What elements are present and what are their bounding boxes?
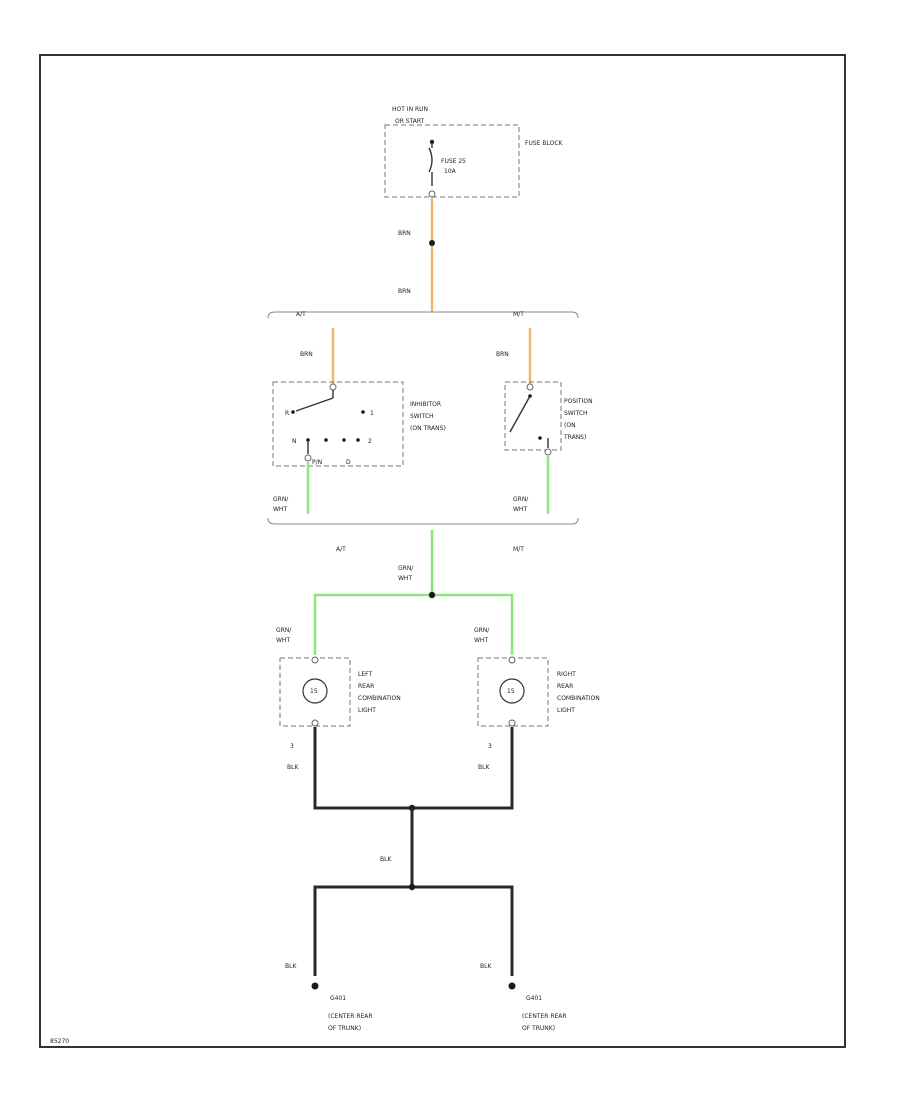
left-light-label-line2: REAR	[358, 683, 374, 690]
inhibitor-pos-2: 2	[368, 438, 372, 445]
inhibitor-output-pin	[304, 454, 312, 462]
splice-grn	[428, 591, 436, 599]
ground-right-terminal	[508, 982, 516, 990]
wire-label-grn-mid-1: GRN/	[398, 565, 414, 572]
right-light-bottom-pin	[508, 719, 516, 727]
ground-right-line1: G401	[526, 995, 542, 1002]
fuse-block-label: FUSE BLOCK	[525, 140, 564, 147]
right-light-label-line3: COMBINATION	[557, 695, 600, 702]
wire-label-blk-left: BLK	[287, 764, 299, 771]
grn-wire-split	[313, 593, 514, 655]
fuse-bottom-pin	[428, 190, 436, 198]
position-output-pin	[544, 448, 552, 456]
right-light-pin-number: 3	[488, 743, 492, 750]
inhibitor-contact-1	[361, 410, 365, 414]
left-light-label-line1: LEFT	[358, 671, 372, 678]
position-label-line1: POSITION	[564, 398, 593, 405]
wire-label-grn-right-1: GRN/	[474, 627, 490, 634]
fuse-label-line1: FUSE 25	[441, 158, 466, 165]
branch-bracket-bottom	[267, 517, 579, 525]
splice-brn	[429, 240, 435, 246]
branch-bracket-top	[267, 311, 579, 319]
position-switch-arm	[509, 395, 531, 433]
ground-left-line3: OF TRUNK)	[328, 1025, 361, 1032]
inhibitor-pos-1: 1	[370, 410, 374, 417]
inhibitor-input-pin	[329, 383, 337, 391]
left-light-top-pin	[311, 656, 319, 664]
left-light-label-line3: COMBINATION	[358, 695, 401, 702]
wire-label-brn-2: BRN	[398, 288, 411, 295]
wire-label-grn-right-2: WHT	[474, 637, 488, 644]
inhibitor-switch-arm	[295, 397, 334, 412]
power-label-line2: OR START	[395, 118, 425, 125]
position-switch-box	[504, 381, 562, 451]
position-contact	[528, 394, 532, 398]
ground-left-terminal	[311, 982, 319, 990]
inhibitor-label-line2: SWITCH	[410, 413, 434, 420]
branch-bottom-at: A/T	[336, 546, 346, 553]
wire-label-blk-g2: BLK	[480, 963, 492, 970]
ground-right-line2: (CENTER REAR	[522, 1013, 567, 1020]
branch-top-at: A/T	[296, 311, 306, 318]
wire-label-brn-at: BRN	[300, 351, 313, 358]
wire-label-grn-mt-1: GRN/	[513, 496, 529, 503]
inhibitor-contact-d	[324, 438, 328, 442]
right-light-label-line4: LIGHT	[557, 707, 575, 714]
wire-label-brn-mt: BRN	[496, 351, 509, 358]
fuse-label-line2: 10A	[444, 168, 457, 175]
position-label-line2: SWITCH	[564, 410, 588, 417]
wire-label-grn-left-1: GRN/	[276, 627, 292, 634]
right-light-top-pin	[508, 656, 516, 664]
branch-bottom-mt: M/T	[513, 546, 524, 553]
position-label-line3: (ON	[564, 422, 576, 429]
left-light-bulb	[302, 678, 328, 704]
splice-blk-bottom	[408, 883, 416, 891]
diagram-frame	[39, 54, 846, 1048]
ground-left-line1: G401	[330, 995, 346, 1002]
inhibitor-contact-2	[342, 438, 346, 442]
inhibitor-label-line1: INHIBITOR	[410, 401, 441, 408]
inhibitor-pos-n: N	[292, 438, 297, 445]
fuse-symbol	[428, 142, 433, 186]
inhibitor-pos-pn: P/N	[312, 459, 322, 466]
inhibitor-contact-r	[291, 410, 295, 414]
left-light-label-line4: LIGHT	[358, 707, 376, 714]
power-label-line1: HOT IN RUN	[392, 106, 428, 113]
inhibitor-pos-d: D	[346, 459, 351, 466]
left-light-bulb-label: 15	[310, 688, 318, 695]
wire-label-grn-at-1: GRN/	[273, 496, 289, 503]
wire-label-blk-right: BLK	[478, 764, 490, 771]
position-contact-2	[538, 436, 542, 440]
right-light-label-line1: RIGHT	[557, 671, 576, 678]
wire-label-grn-left-2: WHT	[276, 637, 290, 644]
left-light-bottom-pin	[311, 719, 319, 727]
position-input-pin	[526, 383, 534, 391]
wire-label-blk-mid: BLK	[380, 856, 392, 863]
wire-label-grn-mid-2: WHT	[398, 575, 412, 582]
ground-left-line2: (CENTER REAR	[328, 1013, 373, 1020]
right-light-bulb-label: 15	[507, 688, 515, 695]
ground-right-line3: OF TRUNK)	[522, 1025, 555, 1032]
right-light-bulb	[499, 678, 525, 704]
diagram-code: 85270	[50, 1038, 69, 1045]
fuse-block-box	[384, 124, 520, 198]
wire-label-blk-g1: BLK	[285, 963, 297, 970]
wire-label-brn-1: BRN	[398, 230, 411, 237]
inhibitor-contact-p	[356, 438, 360, 442]
branch-top-mt: M/T	[513, 311, 524, 318]
inhibitor-switch-box	[272, 381, 404, 467]
left-light-pin-number: 3	[290, 743, 294, 750]
wire-label-grn-mt-2: WHT	[513, 506, 527, 513]
inhibitor-pos-r: R	[285, 410, 289, 417]
inhibitor-label-line3: (ON TRANS)	[410, 425, 446, 432]
right-light-label-line2: REAR	[557, 683, 573, 690]
position-label-line4: TRANS)	[563, 434, 586, 441]
wire-label-grn-at-2: WHT	[273, 506, 287, 513]
